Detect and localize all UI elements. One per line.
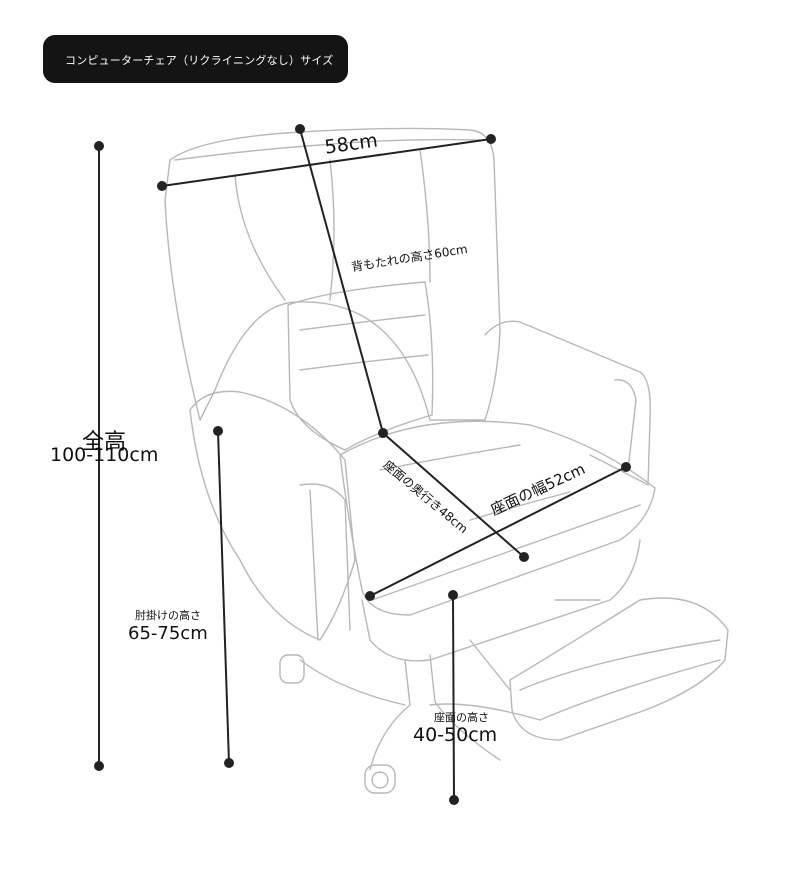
width-label: 58cm (323, 129, 379, 158)
endpoint-dot (365, 591, 375, 601)
total-height-label: 全高 (82, 430, 127, 455)
seat-depth-label: 座面の奥行き48cm (381, 457, 472, 536)
endpoint-dot (295, 124, 305, 134)
armrest-height-line (217, 430, 230, 764)
endpoint-dot (486, 134, 496, 144)
seat-height-label: 座面の高さ (434, 711, 489, 724)
armrest-height-value: 65-75cm (128, 623, 208, 644)
endpoint-dot (519, 552, 529, 562)
chair-outline (164, 127, 729, 794)
dimension-endpoints (94, 124, 631, 805)
backrest-height-label: 背もたれの高さ60cm (350, 241, 468, 274)
seat-width-label: 座面の幅52cm (488, 460, 588, 519)
total-height-value: 100-110cm (50, 444, 159, 466)
endpoint-dot (213, 426, 223, 436)
title-banner: コンピューターチェア（リクライニングなし）サイズ (43, 35, 348, 83)
endpoint-dot (449, 795, 459, 805)
width-line (161, 138, 492, 187)
endpoint-dot (378, 428, 388, 438)
seat-depth-line (382, 432, 525, 558)
endpoint-dot (224, 758, 234, 768)
dimension-lines (98, 128, 627, 801)
endpoint-dot (94, 761, 104, 771)
endpoint-dot (448, 590, 458, 600)
banner-title: コンピューターチェア（リクライニングなし）サイズ (65, 54, 334, 67)
endpoint-dot (94, 141, 104, 151)
seat-width-line (369, 466, 627, 597)
endpoint-dot (157, 181, 167, 191)
endpoint-dot (621, 462, 631, 472)
armrest-height-label: 肘掛けの高さ (135, 609, 201, 622)
backrest-height-line (299, 128, 384, 434)
seat-height-line (452, 594, 455, 801)
seat-height-value: 40-50cm (413, 724, 498, 746)
